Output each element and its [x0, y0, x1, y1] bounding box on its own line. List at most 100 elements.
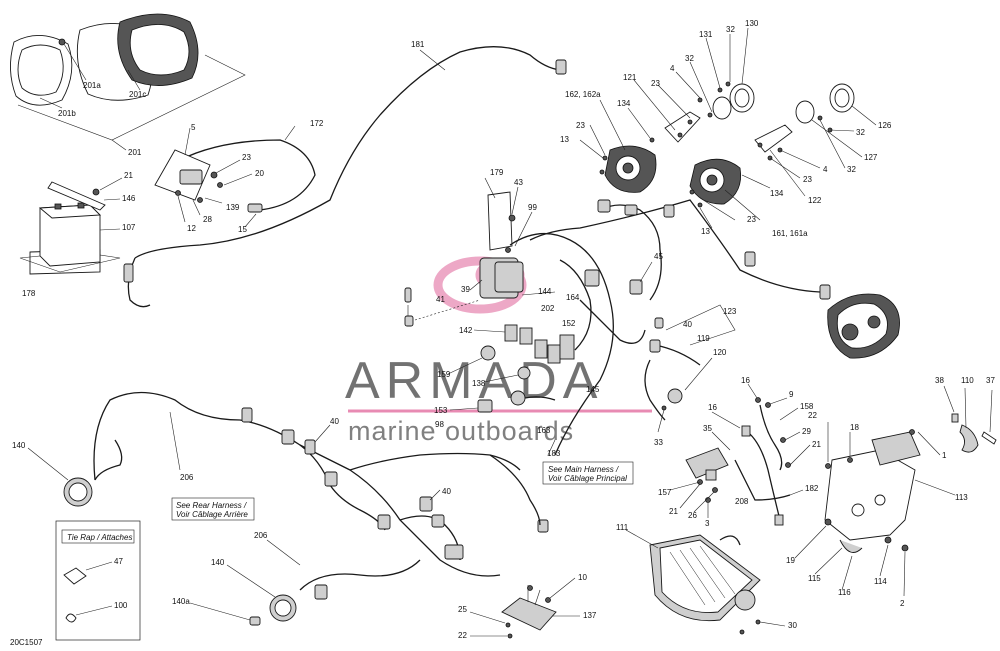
module-137-assembly: 10 137 25 22: [458, 573, 597, 640]
callout-120: 120: [713, 348, 727, 357]
module-137: [501, 597, 557, 631]
contactor-plate: [685, 447, 729, 479]
pin-37: [981, 431, 997, 445]
speed-sensor-assembly: 120 33 40 119 123: [644, 304, 737, 447]
relay-bracket-assembly: 5 172 23 20 139 28 12 15: [154, 119, 324, 234]
callout-182: 182: [805, 484, 819, 493]
callout-208: 208: [735, 497, 749, 506]
callout-21c: 21: [812, 440, 821, 449]
legend-item-47: 47: [114, 557, 123, 566]
callout-131: 131: [699, 30, 713, 39]
callout-107: 107: [122, 223, 136, 232]
ring-127: [795, 100, 815, 124]
callout-152: 152: [562, 319, 576, 328]
callout-30: 30: [788, 621, 797, 630]
cable-181: 181: [123, 40, 567, 308]
callout-23d: 23: [803, 175, 812, 184]
callout-32d: 32: [847, 165, 856, 174]
callout-115: 115: [808, 574, 821, 583]
clamp-116: [839, 539, 863, 553]
callout-28: 28: [203, 215, 212, 224]
battery-assembly: 21 146 107 178: [19, 171, 136, 298]
bracket-179: [487, 191, 513, 251]
note-rear-harness-line1: See Rear Harness /: [176, 501, 247, 510]
callout-39: 39: [461, 285, 470, 294]
callout-1: 1: [942, 451, 947, 460]
callout-5: 5: [191, 123, 196, 132]
callout-116: 116: [838, 588, 851, 597]
callout-40c: 40: [683, 320, 692, 329]
watermark: ARMADA marine outboards: [345, 256, 652, 446]
callout-202: 202: [541, 304, 555, 313]
switch-138: [517, 366, 531, 380]
callout-140a: 140: [12, 441, 26, 450]
switch-159: [480, 345, 496, 361]
legend-tie-rap: Tie Rap / Attaches 47 100: [55, 520, 141, 641]
callout-9: 9: [789, 390, 794, 399]
callout-21b: 21: [669, 507, 678, 516]
callout-159: 159: [437, 370, 451, 379]
callout-16b: 16: [741, 376, 750, 385]
bulb-140a: [249, 616, 261, 626]
mount-bracket-113: [824, 449, 916, 541]
gauge-bezel-inner: [17, 44, 64, 96]
callout-146: 146: [122, 194, 136, 203]
winch-motor-assembly: 111 30: [616, 523, 797, 635]
callout-178: 178: [22, 289, 36, 298]
relay-row: [504, 324, 575, 364]
callout-137: 137: [583, 611, 597, 620]
callout-12: 12: [187, 224, 196, 233]
callout-139: 139: [226, 203, 240, 212]
winch-hook-assembly: 38 110 37: [935, 376, 997, 453]
headlight-assembly: 162, 162a 13 23 134 121 23 4 32 131 32 1…: [560, 19, 892, 238]
callout-19: 19: [786, 556, 795, 565]
callout-142: 142: [459, 326, 473, 335]
callout-163: 163: [537, 426, 551, 435]
callout-181: 181: [411, 40, 425, 49]
callout-23b: 23: [576, 121, 585, 130]
callout-40b: 40: [442, 487, 451, 496]
switches-assembly: 159 138 145 153 98 163 183: [434, 345, 600, 458]
callout-179: 179: [490, 168, 504, 177]
connector-41: [404, 315, 414, 327]
callout-144: 144: [538, 287, 552, 296]
callout-35: 35: [703, 424, 712, 433]
sensor-120: [667, 388, 683, 404]
callout-43: 43: [514, 178, 523, 187]
callout-145: 145: [586, 385, 600, 394]
callout-113: 113: [955, 493, 968, 502]
callout-206a: 206: [180, 473, 194, 482]
callout-110: 110: [961, 376, 974, 385]
callout-13b: 13: [701, 227, 710, 236]
callout-4b: 4: [823, 165, 828, 174]
callout-161: 161, 161a: [772, 229, 808, 238]
callout-130: 130: [745, 19, 759, 28]
callout-201c: 201c: [129, 90, 146, 99]
legend-item-100: 100: [114, 601, 128, 610]
callout-122: 122: [808, 196, 822, 205]
callout-127: 127: [864, 153, 878, 162]
diagram-code: 20C1507: [10, 638, 43, 647]
callout-33: 33: [654, 438, 663, 447]
callout-22a: 22: [458, 631, 467, 640]
callout-123: 123: [723, 307, 737, 316]
gearbox-assembly: [827, 293, 900, 359]
callout-140c: 140a: [172, 597, 190, 606]
callout-183: 183: [547, 449, 561, 458]
callout-119: 119: [697, 334, 710, 343]
battery-strap-146: [47, 181, 106, 211]
hook-110: [959, 424, 979, 453]
tie-rap-47: [63, 567, 87, 585]
bracket-122: [754, 124, 793, 153]
bracket-121: [664, 111, 701, 143]
callout-164: 164: [566, 293, 580, 302]
callout-41: 41: [436, 295, 445, 304]
callout-22b: 22: [808, 411, 817, 420]
note-main-harness-line1: See Main Harness /: [548, 465, 619, 474]
central-module-assembly: 179 43 99 39 41 144 202 164 142 152: [404, 168, 831, 456]
callout-140b: 140: [211, 558, 225, 567]
screw-201a: [58, 38, 66, 46]
callout-201: 201: [128, 148, 142, 157]
callout-121: 121: [623, 73, 637, 82]
